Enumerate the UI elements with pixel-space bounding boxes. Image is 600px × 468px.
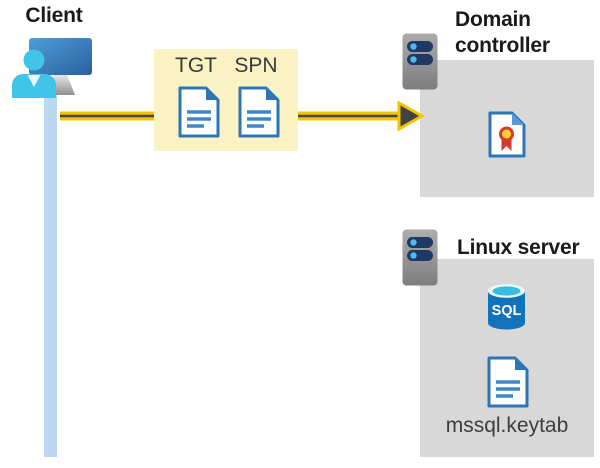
client-workstation-icon <box>12 38 92 98</box>
certificate-seal <box>499 126 514 142</box>
certificate-ribbon <box>501 138 512 151</box>
domain-controller-server-icon <box>402 33 438 90</box>
document-fold <box>266 88 278 100</box>
document-fold <box>206 88 218 100</box>
server-led <box>410 252 417 259</box>
user-icon <box>23 49 45 71</box>
linux-server-icon <box>402 229 438 286</box>
user-body-base <box>12 86 56 98</box>
certificate-icon <box>488 111 526 158</box>
client-label: Client <box>25 4 83 27</box>
tgt-document-icon <box>178 86 220 138</box>
spn-document-icon <box>238 86 280 138</box>
keytab-document-icon <box>487 356 529 408</box>
database-top <box>492 286 521 296</box>
spn-label: SPN <box>234 54 278 77</box>
client-network-line <box>44 78 57 457</box>
document-fold <box>515 358 527 370</box>
sql-label: SQL <box>492 303 522 319</box>
keytab-label: mssql.keytab <box>445 414 569 437</box>
sql-database-icon: SQL <box>488 284 525 330</box>
arrowhead-icon <box>397 100 426 132</box>
document-fold <box>512 113 524 125</box>
server-led <box>410 239 417 246</box>
server-led <box>410 56 417 63</box>
user-collar <box>27 75 41 87</box>
server-led <box>410 43 417 50</box>
monitor-icon <box>29 38 92 75</box>
linux-server-label: Linux server <box>457 236 580 259</box>
domain-controller-label: Domain controller <box>455 8 550 57</box>
tgt-label: TGT <box>175 54 217 77</box>
